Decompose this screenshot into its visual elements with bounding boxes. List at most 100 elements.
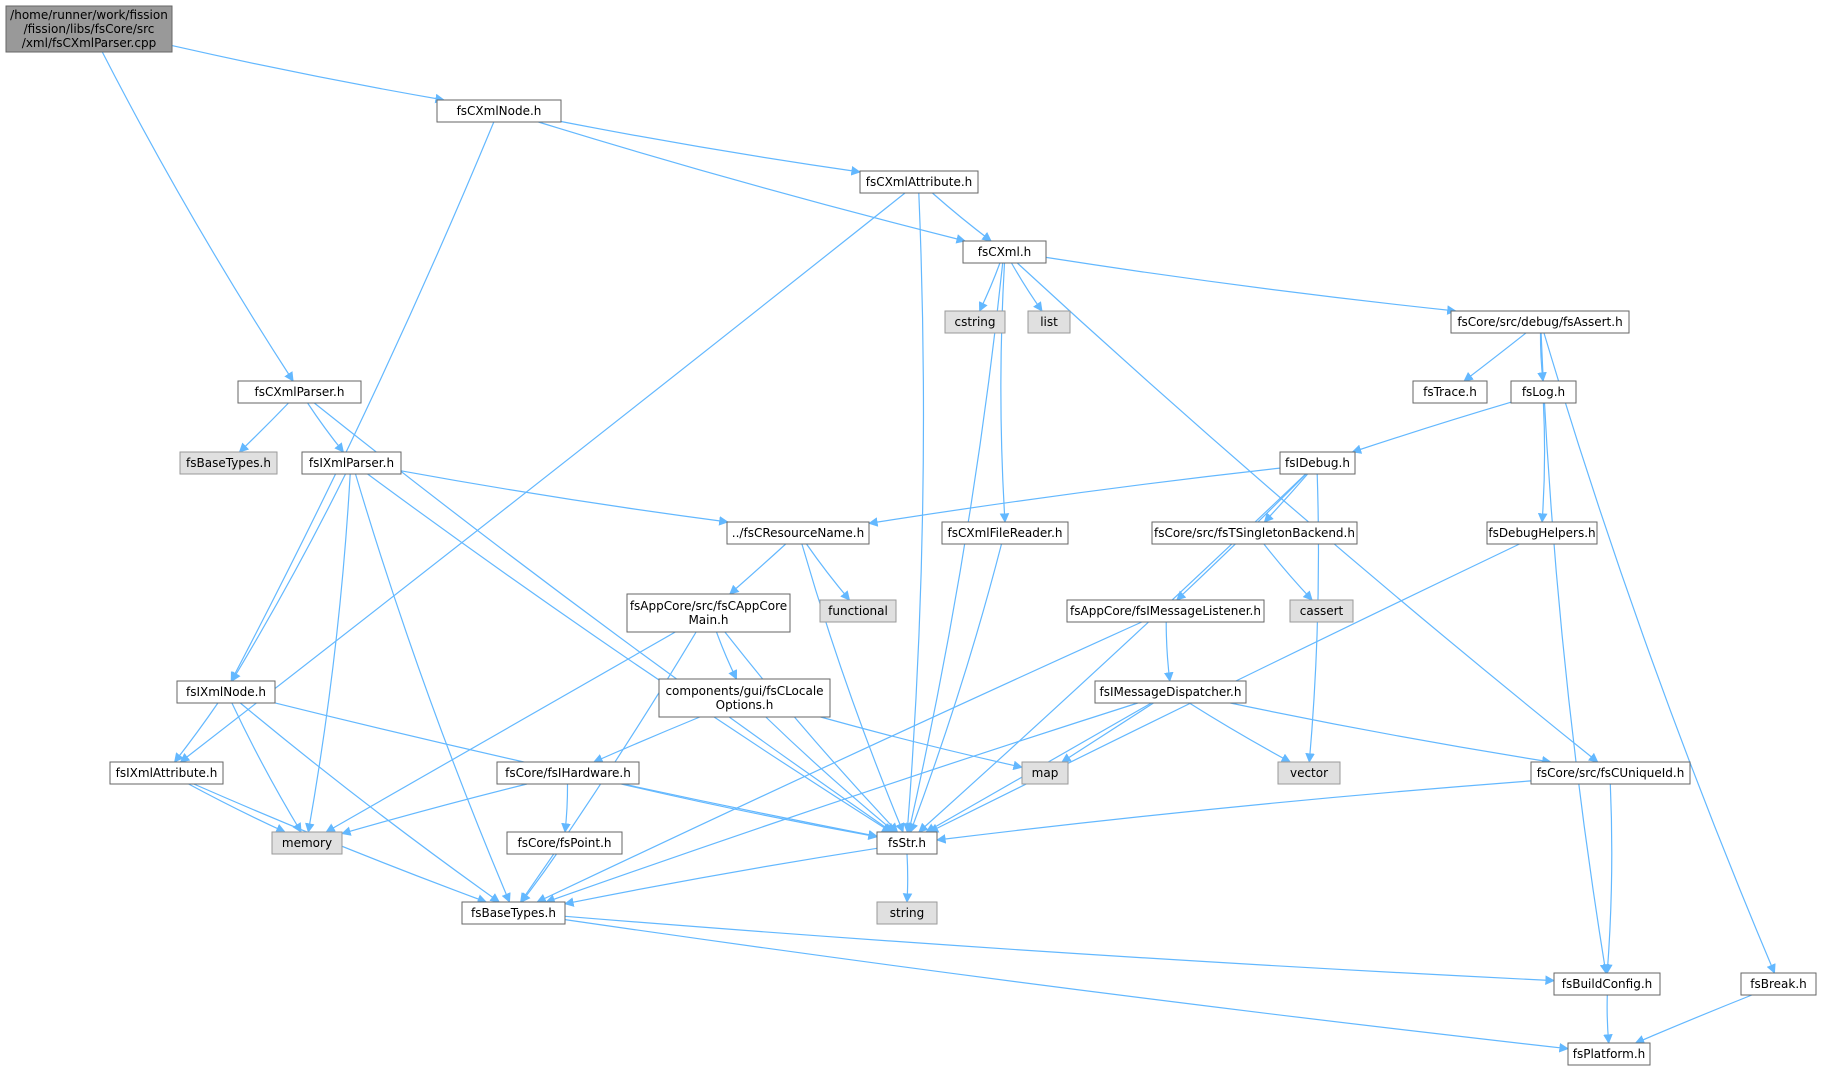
node-label: cassert <box>1300 604 1344 618</box>
edge-line <box>1016 262 1599 763</box>
edge-line <box>724 631 899 833</box>
edge-fsCXml-to-list <box>1010 262 1043 312</box>
node-fsTSingletonBackend[interactable]: fsCore/src/fsTSingletonBackend.h <box>1151 521 1358 545</box>
node-box <box>271 831 343 855</box>
node-fsCUniqueId[interactable]: fsCore/src/fsCUniqueId.h <box>1530 761 1691 785</box>
edge-line <box>307 402 345 453</box>
node-fsBreak[interactable]: fsBreak.h <box>1740 972 1817 996</box>
node-fsIMessageDispatcher[interactable]: fsIMessageDispatcher.h <box>1094 680 1247 704</box>
edge-line <box>999 262 1010 523</box>
node-fsBaseTypesSys: fsBaseTypes.h <box>179 451 278 475</box>
edge-fsIXmlParser-to-fsCResourceName <box>400 470 729 526</box>
edge-fsCXmlAttribute-to-fsIXmlAttribute <box>179 192 906 763</box>
node-fsIHardware[interactable]: fsCore/fsIHardware.h <box>496 761 640 785</box>
node-fsCXmlNode[interactable]: fsCXmlNode.h <box>436 99 562 123</box>
edge-fsCXmlAttribute-to-fsStr <box>903 192 925 833</box>
node-label: fsCXmlParser.h <box>255 385 345 399</box>
node-label: fsIDebug.h <box>1285 456 1350 470</box>
nodes-layer: /home/runner/work/fission/fission/libs/f… <box>5 5 1817 1066</box>
edge-fsIDebug-to-fsTSingletonBackend <box>1263 473 1309 523</box>
node-fsIMessageListener[interactable]: fsAppCore/fsIMessageListener.h <box>1066 599 1265 623</box>
edge-fsCLocaleOptions-to-map <box>820 716 1023 771</box>
edge-line <box>903 192 925 833</box>
node-box <box>237 380 362 404</box>
node-fsPoint[interactable]: fsCore/fsPoint.h <box>506 831 623 855</box>
edge-line <box>1537 402 1548 523</box>
edge-fsIXmlNode-to-fsBaseTypes <box>239 702 500 903</box>
node-fsStr[interactable]: fsStr.h <box>876 831 938 855</box>
edge-fsIMessageListener-to-fsIMessageDispatcher <box>1163 621 1174 682</box>
edge-fsCAppCoreMain-to-memory <box>325 631 676 833</box>
edge-fsStr-to-string <box>902 853 913 903</box>
node-box <box>1486 521 1598 545</box>
edge-line <box>1263 543 1313 601</box>
node-box <box>1553 972 1661 996</box>
node-box <box>436 99 562 123</box>
edge-fsIMessageDispatcher-to-fsCUniqueId <box>1230 702 1552 766</box>
node-root[interactable]: /home/runner/work/fission/fission/libs/f… <box>5 5 173 53</box>
edge-line <box>1230 702 1552 766</box>
edge-line <box>564 919 1569 1053</box>
node-box <box>1450 310 1630 334</box>
node-label: memory <box>282 836 332 850</box>
node-cassert: cassert <box>1289 599 1354 623</box>
node-fsIXmlAttribute[interactable]: fsIXmlAttribute.h <box>109 761 224 785</box>
node-fsTrace[interactable]: fsTrace.h <box>1412 380 1488 404</box>
edge-line <box>1163 621 1174 682</box>
edge-line <box>1061 702 1154 763</box>
node-fsBuildConfig[interactable]: fsBuildConfig.h <box>1553 972 1661 996</box>
edge-fsLog-to-fsIDebug <box>1351 401 1512 454</box>
node-box <box>962 240 1047 264</box>
node-label: fsLog.h <box>1522 385 1565 399</box>
edge-line <box>1010 262 1043 312</box>
node-fsCXml[interactable]: fsCXml.h <box>962 240 1047 264</box>
edge-line <box>174 702 219 763</box>
node-fsBaseTypes[interactable]: fsBaseTypes.h <box>461 901 566 925</box>
edge-line <box>1603 994 1613 1044</box>
node-box <box>506 831 623 855</box>
node-fsPlatform[interactable]: fsPlatform.h <box>1567 1042 1651 1066</box>
node-memory: memory <box>271 831 343 855</box>
edge-line <box>560 120 861 176</box>
node-label: fsCore/fsPoint.h <box>518 836 612 850</box>
node-fsDebugHelpers[interactable]: fsDebugHelpers.h <box>1486 521 1598 545</box>
edge-line <box>820 716 1023 771</box>
edge-fsBreak-to-fsPlatform <box>1634 994 1753 1045</box>
edge-fsCResourceName-to-fsCAppCoreMain <box>729 543 787 595</box>
edge-fsIXmlParser-to-memory <box>305 473 351 833</box>
edge-line <box>101 51 294 382</box>
node-fsCXmlAttribute[interactable]: fsCXmlAttribute.h <box>859 170 979 194</box>
edge-fsAssert-to-fsBreak <box>1543 332 1776 974</box>
edge-fsIXmlParser-to-fsBaseTypes <box>354 473 511 903</box>
node-label: Options.h <box>716 698 774 712</box>
node-fsCXmlParserH[interactable]: fsCXmlParser.h <box>237 380 362 404</box>
node-fsAssert[interactable]: fsCore/src/debug/fsAssert.h <box>1450 310 1630 334</box>
edge-fsBuildConfig-to-fsPlatform <box>1603 994 1613 1044</box>
node-box <box>301 451 402 475</box>
edge-line <box>239 702 500 903</box>
node-fsIDebug[interactable]: fsIDebug.h <box>1279 451 1356 475</box>
node-label: fsBaseTypes.h <box>471 906 556 920</box>
edge-line <box>801 543 905 833</box>
node-fsIXmlNode[interactable]: fsIXmlNode.h <box>176 680 276 704</box>
node-fsLog[interactable]: fsLog.h <box>1510 380 1577 404</box>
edge-fsCAppCoreMain-to-fsCLocaleOptions <box>715 631 738 680</box>
edge-fsCXmlNode-to-fsIXmlNode <box>230 121 495 682</box>
node-box <box>819 599 897 623</box>
edge-fsCXml-to-fsAssert <box>1045 256 1457 315</box>
node-fsCXmlFileReader[interactable]: fsCXmlFileReader.h <box>941 521 1069 545</box>
node-box <box>176 680 276 704</box>
node-label: fsCore/src/fsTSingletonBackend.h <box>1154 526 1355 540</box>
node-fsIXmlParser[interactable]: fsIXmlParser.h <box>301 451 402 475</box>
edge-fsIXmlParser-to-fsStr <box>367 473 892 833</box>
node-box <box>496 761 640 785</box>
edge-line <box>564 915 1555 985</box>
node-fsCResourceName[interactable]: ../fsCResourceName.h <box>726 521 870 545</box>
edge-line <box>171 45 445 104</box>
edge-line <box>536 621 1143 903</box>
edge-line <box>868 467 1281 527</box>
edge-fsCXmlAttribute-to-fsCXml <box>932 192 992 242</box>
